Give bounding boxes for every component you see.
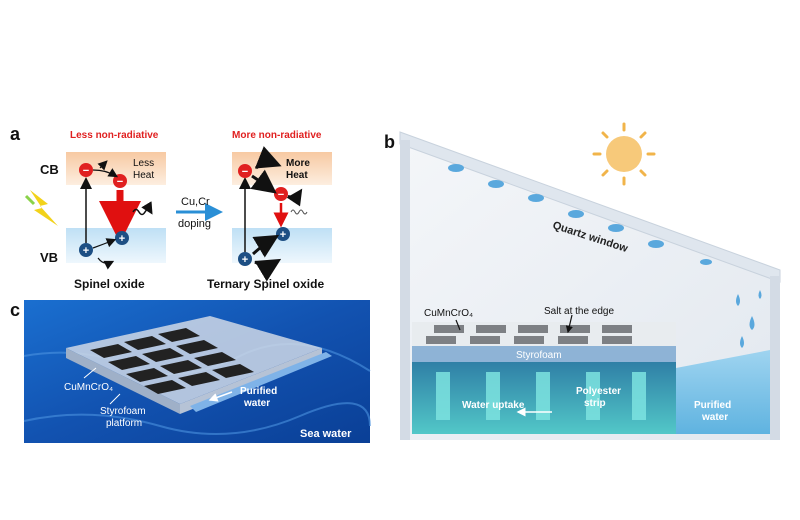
- panel-a-diagram: − − − − + + + + a Less non-radiative Mor…: [10, 124, 332, 291]
- scatter-arrow-right: [254, 146, 282, 170]
- b-purified-1: Purified: [694, 400, 731, 411]
- photon-wave-left: [132, 201, 153, 216]
- doping-top: Cu,Cr: [181, 196, 210, 208]
- styrofoam-platform: [66, 316, 322, 404]
- light-bolt-icon: [30, 190, 58, 226]
- electron-left-1: [79, 163, 93, 177]
- more-heat-2: Heat: [286, 170, 308, 181]
- styrofoam-label: Styrofoam: [516, 350, 562, 361]
- photon-wave-right: [290, 209, 308, 215]
- wave-2: [23, 402, 371, 435]
- panel-c-diagram: c CuMnCrO₄ Styrofoam platform Purified w…: [10, 300, 371, 443]
- relax-arrow-left: [92, 168, 119, 178]
- absorber-tile: [160, 360, 202, 374]
- electron-right-2: [274, 187, 288, 201]
- c-platform-1: Styrofoam: [100, 406, 146, 417]
- panel-c-label: c: [10, 300, 20, 320]
- hole-right-2: [276, 227, 290, 241]
- left-caption: Spinel oxide: [74, 277, 145, 291]
- absorber-tile: [124, 336, 166, 350]
- polyester-label-1: Polyester: [576, 386, 621, 397]
- sun-icon: [592, 122, 656, 186]
- absorber-tile: [142, 348, 184, 362]
- sign-e3: −: [242, 166, 248, 178]
- doping-bottom: doping: [178, 218, 211, 230]
- hole-scatter-right: [254, 258, 282, 282]
- right-caption: Ternary Spinel oxide: [207, 277, 324, 291]
- hole-right-1: [238, 252, 252, 266]
- purified-pointer: [208, 391, 233, 402]
- more-title: More non-radiative: [232, 130, 322, 141]
- electron-right-1: [238, 164, 252, 178]
- polyester-label-2: strip: [584, 398, 606, 409]
- c-sea-label: Sea water: [300, 428, 352, 440]
- absorber-tile: [90, 344, 132, 358]
- sign-e4: −: [278, 189, 284, 201]
- sign-h1: +: [83, 245, 89, 257]
- hole-arrow-right: [251, 234, 280, 258]
- water-uptake-label: Water uptake: [462, 400, 525, 411]
- absorber-tile: [176, 340, 218, 354]
- absorber-tiles: [426, 325, 632, 344]
- styrofoam-layer: [412, 346, 676, 362]
- c-purified-2: water: [243, 398, 270, 409]
- absorber-tile: [212, 364, 254, 378]
- purified-pool: [676, 350, 770, 434]
- scatter-arrow-left: [97, 160, 108, 171]
- material-pointer-b: [455, 319, 461, 331]
- b-purified-2: water: [701, 412, 728, 423]
- sign-e1: −: [83, 165, 89, 177]
- panel-a-label: a: [10, 124, 21, 144]
- panel-b: b Quartz window CuMnCrO₄ Salt at the edg…: [376, 110, 796, 450]
- panel-b-label: b: [384, 132, 395, 152]
- sign-e2: −: [117, 176, 123, 188]
- scatter-arrow-right-2: [286, 188, 303, 207]
- less-title: Less non-radiative: [70, 130, 159, 141]
- salt-label: Salt at the edge: [544, 306, 614, 317]
- hole-left-2: [115, 231, 129, 245]
- absorber-tile: [158, 328, 200, 342]
- panel-a: − − − − + + + + a Less non-radiative Mor…: [0, 0, 400, 300]
- less-heat-2: Heat: [133, 170, 154, 181]
- polyester-strips: [436, 372, 646, 420]
- electron-left-2: [113, 174, 127, 188]
- light-ray-icon: [24, 194, 36, 206]
- absorber-tile: [144, 380, 186, 394]
- panel-c: c CuMnCrO₄ Styrofoam platform Purified w…: [0, 296, 372, 446]
- enclosure-wall-left: [400, 140, 410, 440]
- enclosure-wall-right: [770, 276, 780, 440]
- material-pointer: [83, 367, 97, 379]
- absorber-tile: [108, 356, 150, 370]
- absorber-tile: [178, 372, 220, 386]
- c-purified-1: Purified: [240, 386, 277, 397]
- condensation-droplets: [448, 164, 762, 348]
- hole-arrow-left: [92, 238, 117, 249]
- vb-label: VB: [40, 250, 58, 265]
- salt-pointer: [565, 314, 573, 334]
- sign-h2: +: [119, 233, 125, 245]
- hole-left-1: [79, 243, 93, 257]
- sign-h4: +: [280, 229, 286, 241]
- more-heat-1: More: [286, 158, 310, 169]
- hole-scatter-left: [97, 257, 115, 270]
- sign-h3: +: [242, 254, 248, 266]
- platform-pointer: [109, 393, 121, 405]
- absorber-tile: [194, 352, 236, 366]
- c-platform-2: platform: [106, 418, 142, 429]
- absorber-tile: [126, 368, 168, 382]
- cb-label: CB: [40, 162, 59, 177]
- purified-channel: [190, 352, 332, 412]
- relax-arrow-right: [250, 169, 277, 194]
- platform-side-left: [66, 348, 180, 414]
- less-heat-1: Less: [133, 158, 154, 169]
- b-material-label: CuMnCrO₄: [424, 308, 473, 319]
- panel-b-diagram: b Quartz window CuMnCrO₄ Salt at the edg…: [384, 122, 781, 440]
- c-material-label: CuMnCrO₄: [64, 382, 113, 393]
